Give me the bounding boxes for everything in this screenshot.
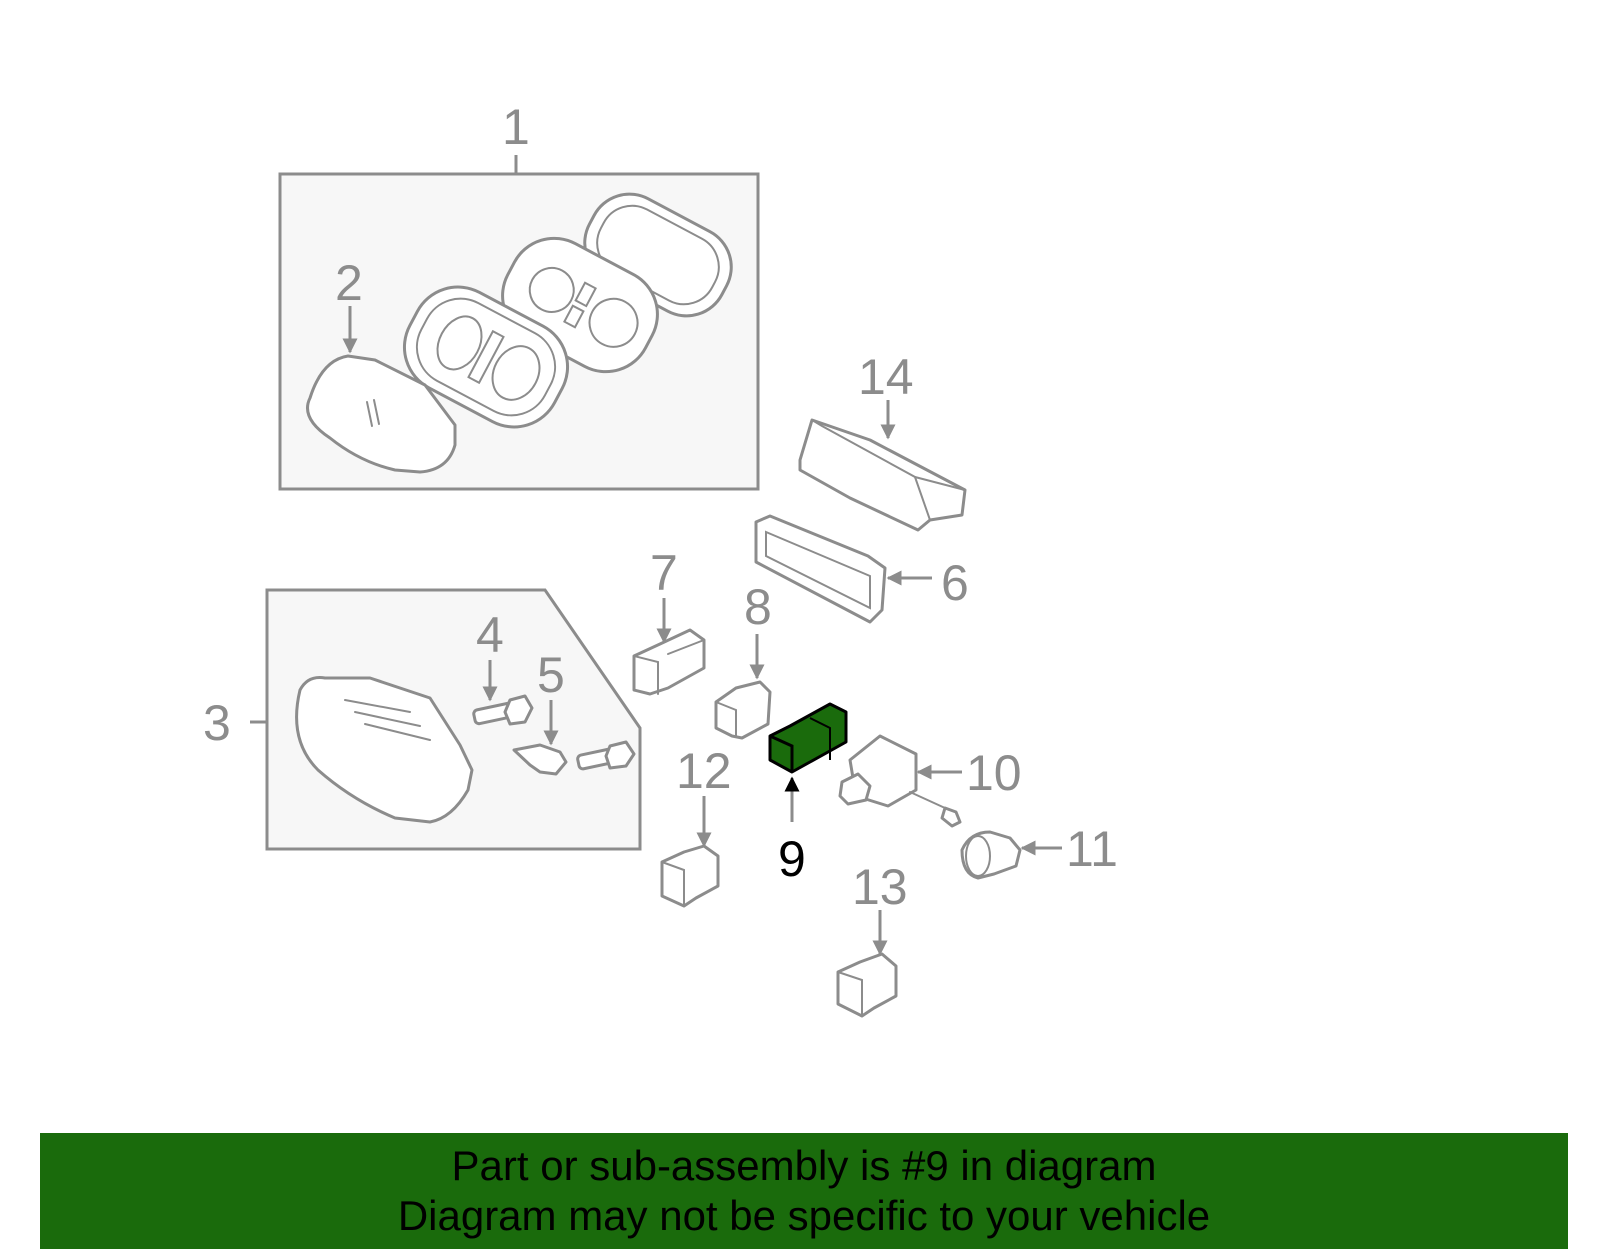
banner-line-1: Part or sub-assembly is #9 in diagram — [451, 1142, 1157, 1189]
cluster-panel-group — [250, 588, 642, 851]
cluster-lens — [306, 354, 457, 474]
callout-4: 4 — [476, 607, 504, 663]
info-banner: Part or sub-assembly is #9 in diagram Di… — [40, 1133, 1568, 1249]
cluster-assembly-group — [278, 155, 760, 491]
switch-part-12 — [660, 796, 720, 908]
part-9-body[interactable] — [768, 702, 848, 774]
switch-part-13 — [836, 910, 898, 1018]
display-unit-part-14 — [798, 400, 967, 532]
callout-3: 3 — [203, 695, 231, 751]
switch-part-7 — [632, 598, 706, 696]
callout-7: 7 — [650, 545, 678, 601]
screw-part-4 — [472, 694, 534, 726]
bezel-part-6 — [754, 514, 932, 624]
callout-10: 10 — [966, 745, 1022, 801]
cluster-panel — [295, 676, 474, 824]
callout-11: 11 — [1066, 821, 1118, 877]
cluster-housing — [402, 285, 570, 429]
callout-13: 13 — [852, 859, 908, 915]
highlighted-part-9[interactable] — [768, 702, 848, 822]
callout-5: 5 — [537, 647, 565, 703]
callout-6: 6 — [941, 555, 969, 611]
callout-1: 1 — [502, 99, 530, 155]
bulb-socket-part-11 — [960, 830, 1062, 880]
connector-part-10 — [838, 734, 962, 828]
callout-12: 12 — [676, 743, 732, 799]
callout-14: 14 — [858, 349, 914, 405]
clip-part-5 — [512, 740, 636, 776]
switch-part-8 — [714, 634, 772, 740]
callout-8: 8 — [744, 579, 772, 635]
callout-9[interactable]: 9 — [778, 831, 806, 887]
banner-line-2: Diagram may not be specific to your vehi… — [397, 1192, 1211, 1239]
callout-2: 2 — [335, 255, 363, 311]
